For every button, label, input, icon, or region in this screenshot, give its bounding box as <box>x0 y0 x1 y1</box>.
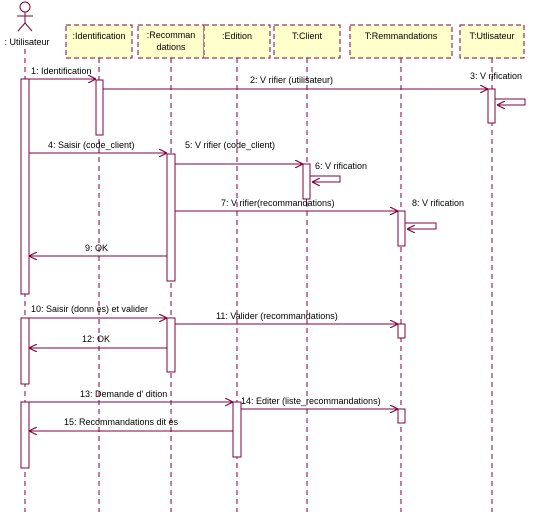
message-arrow <box>495 98 526 105</box>
message-label: 9: OK <box>85 243 108 253</box>
participant-utilisateur: T:Utlisateur <box>459 24 525 59</box>
activation-bar <box>487 88 496 124</box>
actor-utilisateur: : Utilisateur <box>4 1 50 47</box>
participant-client: T:Client <box>273 24 341 59</box>
participant-label: T:Client <box>292 31 323 41</box>
message-label: 10: Saisir (donn es) et valider <box>31 304 148 314</box>
message-label: 1: Identification <box>31 66 92 76</box>
message-label: 3: V rification <box>470 71 522 81</box>
activation-bar <box>95 79 104 136</box>
activation-bar <box>166 153 176 282</box>
activation-bar <box>20 401 30 469</box>
participant-remmandations: T:Remmandations <box>349 24 453 59</box>
message-label: 5: V rifier (code_client) <box>185 140 275 150</box>
message-label: 11: Valider (recommandations) <box>216 311 338 321</box>
activation-bar <box>20 317 30 385</box>
activation-bar <box>397 408 406 424</box>
participant-label: T:Remmandations <box>365 31 438 41</box>
message-label: 6: V rification <box>315 161 367 171</box>
participant-identification: :Identification <box>65 24 133 59</box>
activation-bar <box>20 78 30 295</box>
participant-label: dations <box>156 42 186 52</box>
participant-label: :Edition <box>222 31 252 41</box>
participant-label: T:Utlisateur <box>469 31 514 41</box>
participant-edition: :Edition <box>203 24 271 59</box>
message-label: 7: V rifier(recommandations) <box>221 198 335 208</box>
message-label: 8: V rification <box>412 198 464 208</box>
activation-bar <box>302 163 311 200</box>
stick-figure-icon <box>17 1 33 32</box>
participant-label: :Recomman <box>147 30 196 40</box>
activation-bar <box>232 401 242 458</box>
activation-bar <box>397 323 406 339</box>
activation-bar <box>397 210 406 247</box>
message-label: 12: OK <box>82 334 110 344</box>
activation-bar <box>166 317 176 373</box>
message-label: 14: Editer (liste_recommandations) <box>241 396 381 406</box>
message-label: 2: V rifier (utilisateur) <box>250 75 333 85</box>
message-label: 13: Demande d' dition <box>80 389 167 399</box>
message-arrow <box>310 175 341 182</box>
message-label: 4: Saisir (code_client) <box>48 140 135 150</box>
participant-recommandations: :Recomman dations <box>137 24 205 59</box>
message-arrow <box>405 222 437 229</box>
message-label: 15: Recommandations dit es <box>64 417 179 427</box>
participant-label: :Identification <box>72 31 125 41</box>
actor-label: : Utilisateur <box>4 37 49 47</box>
